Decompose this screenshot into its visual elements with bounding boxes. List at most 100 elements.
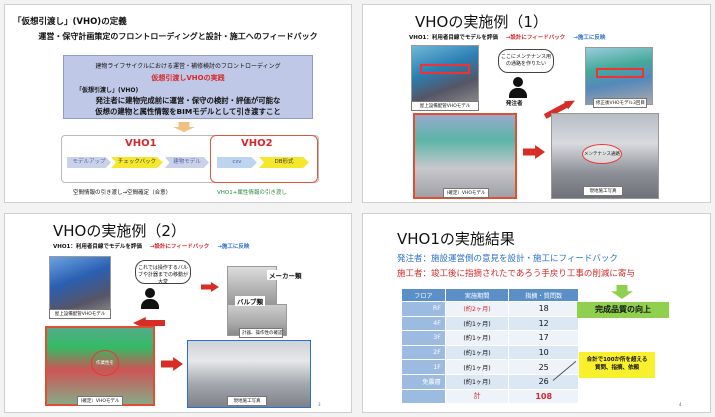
table-row: 免震層 (約1ヶ月) 26 [401, 373, 579, 390]
definition-box: 建物ライフサイクルにおける運営・補修検討のフロントローディング 仮想引渡しVHO… [63, 55, 313, 119]
revised-model-image [585, 47, 653, 105]
rooftop-model-image [411, 45, 479, 103]
table-row-total: 計 108 [401, 388, 579, 405]
red-arrow-icon [161, 357, 183, 371]
quality-improvement-box: 完成品質の向上 [577, 302, 669, 318]
box-heading: 建物ライフサイクルにおける運営・補修検討のフロントローディング [95, 63, 281, 70]
rooftop-model-image [49, 256, 111, 314]
highlight-frame [596, 68, 644, 78]
speech-bubble: ここにメンテナンス用の通路を作りたい [498, 49, 554, 73]
flow-step-csv: csv [217, 157, 257, 168]
model-caption: 屋上設備配管VHOモデル [49, 309, 111, 319]
feedback-text: →設計にフィードバック [149, 244, 210, 250]
box-definition-line-2: 仮想の建物と属性情報をBIMモデルとして引き渡すこと [95, 107, 281, 116]
highlight-frame [420, 64, 470, 74]
period-cell: (約2ヶ月) [444, 301, 510, 317]
table-row: 4F (約1ヶ月) 12 [401, 315, 579, 332]
person-head-icon [145, 288, 155, 298]
vho-flow-panel [61, 135, 319, 183]
vho2-label: VHO2 [241, 138, 273, 149]
person-head-icon [513, 77, 523, 87]
model-caption: 屋上設備配管VHOモデル [411, 101, 479, 111]
red-arrow-icon [201, 282, 219, 292]
contractor-line: 施工者：竣工後に指摘されたであろう手戻り工事の削減に寄与 [397, 269, 635, 279]
results-table: フロア 実施期間 指摘・質問数 RF (約2ヶ月) 18 4F (約1ヶ月) 1… [401, 288, 579, 405]
feedback-text: →設計にフィードバック [505, 35, 566, 41]
page-number: 4 [679, 402, 682, 407]
vho1-label: VHO1 [125, 138, 157, 149]
subline-text: VHO1：利用者目線でモデルを評価 [409, 35, 498, 41]
table-row: 2F (約1ヶ月) 10 [401, 344, 579, 361]
down-arrow-icon [173, 122, 195, 132]
table-row: RF (約2ヶ月) 18 [401, 301, 579, 317]
photo-caption: 現地施工写真 [227, 396, 267, 406]
floor-cell: 4F [401, 315, 446, 332]
floor-cell: 3F [401, 330, 446, 346]
count-cell: 18 [508, 301, 579, 317]
reflect-text: →施工に反映 [217, 244, 250, 250]
flow-step-db: DB形式 [259, 157, 309, 168]
person-body-icon [509, 88, 527, 98]
note-line-1: 合計で100か所を超える [586, 357, 648, 363]
floor-cell: 2F [401, 344, 446, 361]
speech-bubble: これでは操作するバルブや計器までの移動が大変 [135, 260, 191, 285]
down-arrow-icon [611, 285, 633, 299]
box-highlight: 仮想引渡しVHOの実践 [151, 74, 225, 82]
slide-1-vho-definition[interactable]: 「仮想引渡し」(VHO)の定義 運営・保守計画策定のフロントローディングと設計・… [4, 4, 352, 203]
vho1-caption: 空間情報の引き渡し→空間確定（合意） [73, 190, 172, 196]
page-number: 3 [318, 402, 321, 407]
slide-3-vho-example-2[interactable]: VHOの実施例（2） VHO1：利用者目線でモデルを評価 →設計にフィードバック… [4, 213, 352, 413]
photo-bubble: メンテナンス通路 [582, 144, 622, 164]
note-line-2: 質問、指摘、依頼 [594, 365, 639, 371]
count-cell: 10 [508, 344, 579, 361]
count-cell: 17 [508, 330, 579, 346]
summary-note: 合計で100か所を超える 質問、指摘、依頼 [579, 352, 655, 378]
box-label: 「仮想引渡し」(VHO) [76, 87, 139, 94]
confirmed-model-caption: (確定）VHOモデル [443, 188, 489, 198]
slide-title: VHO1の実施結果 [397, 230, 515, 248]
slide-4-vho1-results[interactable]: VHO1の実施結果 発注者：施設運営側の意見を設計・施工にフィードバック 施工者… [362, 213, 711, 413]
maker-label: メーカー類 [267, 270, 304, 280]
table-row: 3F (約1ヶ月) 17 [401, 330, 579, 346]
slide-subtitle: 運営・保守計画策定のフロントローディングと設計・施工へのフィードバック [38, 32, 318, 41]
slide-2-vho-example-1[interactable]: VHOの実施例（1） VHO1：利用者目線でモデルを評価 →設計にフィードバック… [362, 4, 711, 203]
photo-caption: 現地施工写真 [583, 186, 623, 196]
person-label: 発注者 [506, 101, 523, 107]
period-cell: (約1ヶ月) [444, 330, 510, 346]
valve-label: バルブ類 [235, 296, 265, 306]
slide-title: 「仮想引渡し」(VHO)の定義 [13, 17, 127, 27]
header-count: 指摘・質問数 [508, 288, 579, 302]
revised-caption: 修正後VHOモデル3回目 [593, 98, 647, 108]
site-photo: メンテナンス通路 [551, 113, 659, 199]
confirmed-model-image [413, 113, 517, 199]
period-cell: (約1ヶ月) [444, 373, 510, 390]
subline-text: VHO1：利用者目線でモデルを評価 [53, 244, 142, 250]
header-floor: フロア [401, 288, 446, 302]
model-bubble: 作業性を [91, 350, 119, 376]
red-arrow-icon [523, 145, 545, 159]
flow-step-building-model: 建物モデル [165, 157, 209, 168]
period-cell: (約1ヶ月) [444, 344, 510, 361]
period-cell: (約1ヶ月) [444, 359, 510, 375]
slide-title: VHOの実施例（1） [415, 13, 548, 31]
header-period: 実施期間 [444, 288, 510, 302]
check-caption: 計器、操作性の確認 [239, 328, 283, 338]
count-cell: 26 [508, 373, 579, 390]
floor-cell: 免震層 [401, 373, 446, 390]
slide-title: VHOの実施例（2） [53, 222, 186, 240]
floor-cell: RF [401, 301, 446, 317]
reflect-text: →施工に反映 [573, 35, 606, 41]
client-line: 発注者：施設運営側の意見を設計・施工にフィードバック [397, 254, 618, 264]
floor-cell: 1F [401, 359, 446, 375]
total-label: 計 [444, 388, 510, 405]
table-row: 1F (約1ヶ月) 25 [401, 359, 579, 375]
flow-step-check-back: チェックバック [111, 157, 163, 168]
flow-step-model-up: モデルアップ [67, 157, 111, 168]
person-body-icon [141, 299, 159, 309]
confirmed-model-image: 作業性を [45, 326, 155, 406]
vho2-caption: VHO1+属性情報の引き渡し [217, 190, 287, 196]
period-cell: (約1ヶ月) [444, 315, 510, 332]
total-value: 108 [508, 388, 579, 405]
confirmed-model-caption: (確定）VHOモデル [77, 396, 123, 406]
vho2-frame [210, 135, 318, 183]
